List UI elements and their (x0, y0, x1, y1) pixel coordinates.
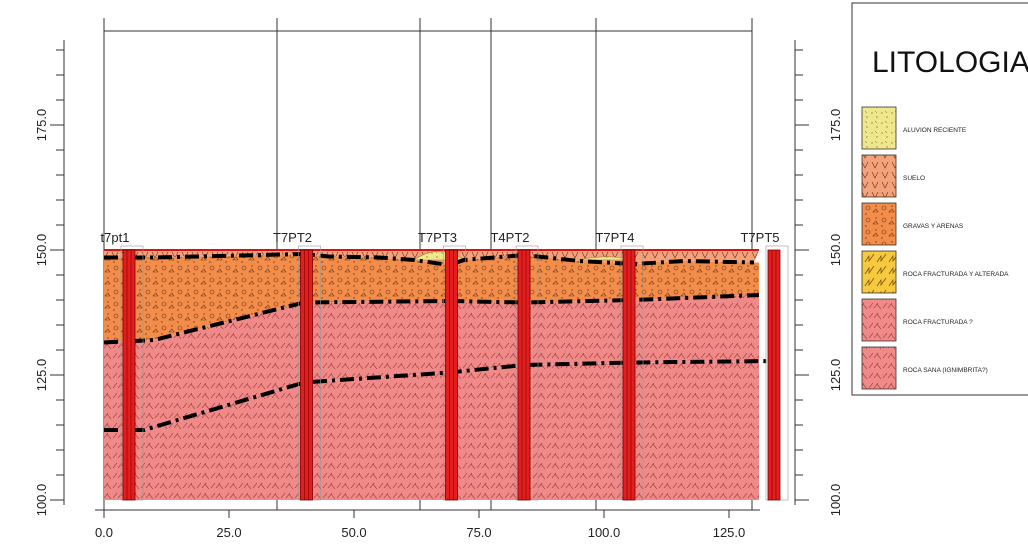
legend-item: ROCA FRACTURADA Y ALTERADA (861, 250, 1009, 294)
well-label: t7pt1 (101, 230, 130, 245)
left-tick-label: 125.0 (34, 359, 49, 392)
x-tick-label: 125.0 (713, 525, 746, 540)
legend-swatch (861, 106, 897, 150)
layer-roca-sana (104, 361, 759, 500)
legend-item: ROCA SANA (IGNIMBRITA?) (861, 346, 988, 390)
borehole: T7PT4 (595, 230, 644, 501)
borehole: T4PT2 (490, 230, 539, 501)
left-tick-label: 100.0 (34, 484, 49, 517)
well-label: T7PT3 (418, 230, 457, 245)
x-tick-label: 25.0 (216, 525, 241, 540)
layer-gravas-arenas (104, 254, 759, 343)
legend-label: SUELO (903, 175, 925, 182)
legend: LITOLOGIA ALUVION RECIENTE SUELO GRAVAS Y … (851, 2, 1028, 396)
right-tick-label: 100.0 (828, 484, 843, 517)
well-label: T7PT5 (740, 230, 779, 245)
legend-swatch (861, 250, 897, 294)
legend-label: ROCA FRACTURADA Y ALTERADA (903, 271, 1009, 278)
borehole: T7PT2 (273, 230, 321, 501)
borehole-column (622, 249, 636, 501)
right-tick-label: 175.0 (828, 109, 843, 142)
legend-swatch (861, 154, 897, 198)
borehole-column (300, 249, 313, 501)
legend-label: ROCA SANA (IGNIMBRITA?) (903, 367, 988, 374)
legend-item: ALUVION RECIENTE (861, 106, 967, 150)
x-tick-label: 0.0 (95, 525, 113, 540)
left-tick-label: 175.0 (34, 109, 49, 142)
legend-swatch (861, 298, 897, 342)
well-label: T4PT2 (490, 230, 529, 245)
legend-items: ALUVION RECIENTE SUELO GRAVAS Y ARENAS ROCA… (861, 106, 1009, 390)
legend-item: ROCA FRACTURADA ? (861, 298, 973, 342)
borehole-column (122, 249, 136, 501)
well-label: T7PT2 (273, 230, 312, 245)
legend-label: GRAVAS Y ARENAS (903, 223, 964, 230)
well-label: T7PT4 (595, 230, 634, 245)
borehole: T7PT5 (740, 230, 789, 501)
legend-label: ALUVION RECIENTE (903, 127, 967, 134)
legend-swatch (861, 202, 897, 246)
borehole: T7PT3 (418, 230, 466, 501)
legend-item: SUELO (861, 154, 925, 198)
x-tick-label: 50.0 (341, 525, 366, 540)
borehole-column (445, 249, 458, 501)
x-tick-label: 75.0 (466, 525, 491, 540)
legend-item: GRAVAS Y ARENAS (861, 202, 964, 246)
legend-label: ROCA FRACTURADA ? (903, 319, 973, 326)
axes: 0.0 25.0 50.0 75.0 100.0 125.0 100.0 125.0 150.0… (34, 40, 843, 540)
legend-swatch (861, 346, 897, 390)
borehole-column (767, 249, 781, 501)
right-tick-label: 150.0 (828, 234, 843, 267)
left-tick-label: 150.0 (34, 234, 49, 267)
layer-roca-fracturada (104, 295, 759, 430)
x-tick-label: 100.0 (588, 525, 621, 540)
boreholes: t7pt1 T7PT2 T7PT3 T4PT2 T7PT4 T7PT5 (101, 230, 789, 501)
borehole-column (517, 249, 531, 501)
borehole: t7pt1 (101, 230, 144, 501)
right-tick-label: 125.0 (828, 359, 843, 392)
legend-title: LITOLOGIA (872, 46, 1028, 79)
